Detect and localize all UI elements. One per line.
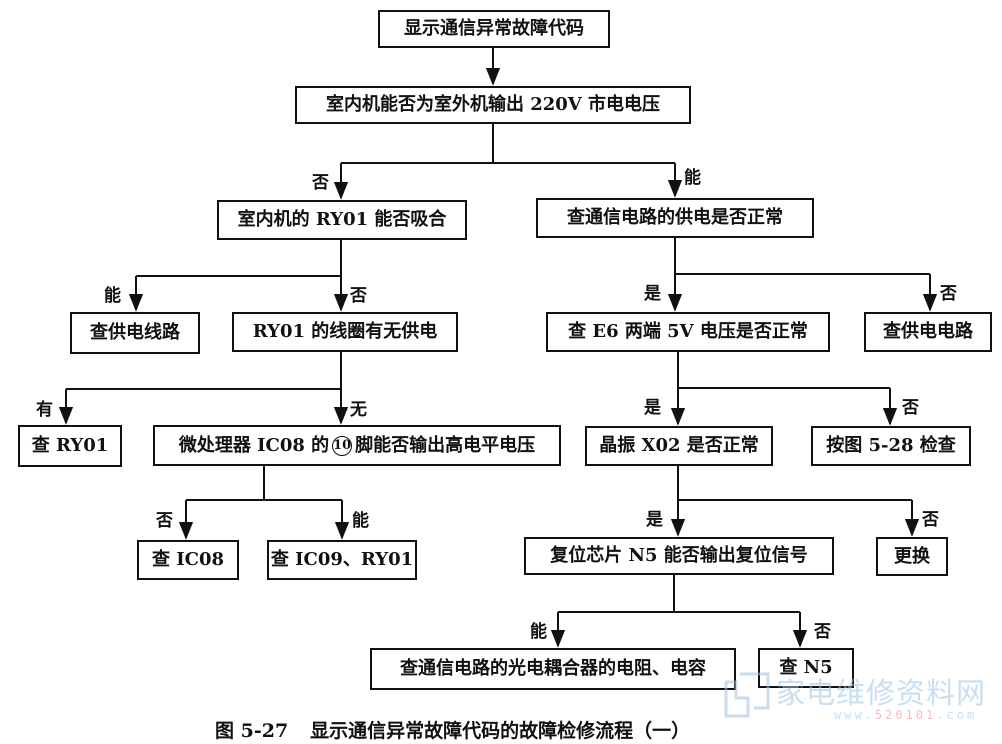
figure-number: 图 5-27 (215, 720, 289, 742)
node-check-power-circuit: 查供电电路 (864, 312, 992, 352)
branch-label-yes: 是 (644, 284, 661, 304)
branch-label-no: 否 (350, 286, 367, 306)
node-check-power-line: 查供电线路 (70, 312, 200, 354)
branch-label-can: 能 (352, 511, 369, 531)
node-comm-power-question: 查通信电路的供电是否正常 (536, 198, 814, 238)
node-indoor-output-question: 室内机能否为室外机输出 220V 市电电压 (295, 86, 691, 124)
branch-label-no: 否 (156, 511, 173, 531)
figure-title: 显示通信异常故障代码的故障检修流程（一） (310, 720, 691, 742)
branch-label-can: 能 (530, 622, 547, 642)
node-e6-5v-question: 查 E6 两端 5V 电压是否正常 (546, 312, 830, 352)
watermark-url: www.520101.com (834, 708, 978, 722)
pin-number-circle: 10 (332, 435, 353, 456)
ic08-pin-text-post: 脚能否输出高电平电压 (355, 434, 536, 456)
branch-label-no: 否 (922, 510, 939, 530)
branch-label-can: 能 (684, 168, 701, 188)
ic08-pin-text-pre: 微处理器 IC08 的 (178, 434, 330, 456)
branch-label-can: 能 (104, 286, 121, 306)
node-replace: 更换 (876, 537, 948, 576)
node-check-ic09-ry01: 查 IC09、RY01 (267, 540, 417, 580)
node-check-ry01: 查 RY01 (18, 425, 122, 467)
node-ry01-coil-question: RY01 的线圈有无供电 (232, 312, 458, 352)
node-reset-chip-question: 复位芯片 N5 能否输出复位信号 (524, 537, 834, 575)
house-logo-icon (724, 672, 770, 718)
node-check-optocoupler: 查通信电路的光电耦合器的电阻、电容 (370, 648, 736, 690)
node-ic08-pin-question: 微处理器 IC08 的 10 脚能否输出高电平电压 (153, 425, 561, 466)
node-start: 显示通信异常故障代码 (378, 10, 610, 48)
watermark-text: 家电维修资料网 (776, 676, 987, 710)
node-check-n5: 查 N5 (758, 648, 854, 688)
watermark: 家电维修资料网 www.520101.com (722, 666, 994, 726)
node-crystal-question: 晶振 X02 是否正常 (585, 426, 773, 466)
branch-label-no: 否 (940, 284, 957, 304)
branch-label-yes: 是 (644, 398, 661, 418)
node-check-ic08: 查 IC08 (137, 540, 239, 580)
branch-label-none: 无 (350, 400, 367, 420)
node-see-fig-5-28: 按图 5-28 检查 (811, 426, 971, 466)
branch-label-yes: 是 (646, 510, 663, 530)
branch-label-no: 否 (814, 622, 831, 642)
branch-label-no: 否 (902, 398, 919, 418)
branch-label-has: 有 (36, 400, 53, 420)
node-ry01-close-question: 室内机的 RY01 能否吸合 (217, 200, 467, 240)
figure-caption: 图 5-27 显示通信异常故障代码的故障检修流程（一） (215, 716, 690, 743)
branch-label-no: 否 (312, 173, 329, 193)
